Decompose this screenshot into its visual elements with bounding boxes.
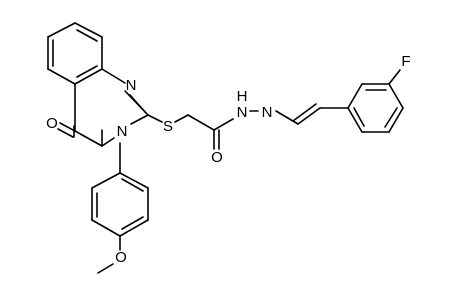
atom-o-carbonyl-ring: O — [46, 115, 58, 132]
benzo-ring — [47, 22, 103, 85]
atom-n-ring-top: N — [126, 77, 137, 94]
atom-h-hydrazide: H — [237, 88, 248, 105]
linker-chain — [147, 103, 321, 150]
atom-o-methoxy: O — [115, 249, 127, 266]
atom-s-thioether: S — [163, 118, 173, 135]
methoxyphenyl-ring — [91, 142, 149, 274]
pyrimidinone-ring — [73, 68, 149, 147]
atom-n-hydrazide: N — [237, 104, 248, 121]
atom-o-amide: O — [211, 149, 223, 166]
ring-carbonyl — [57, 122, 76, 138]
atom-n-imine: N — [262, 104, 273, 121]
atom-f-fluoro: F — [401, 53, 410, 70]
atom-n-ring-bottom: N — [117, 123, 128, 140]
fluorophenyl-ring — [319, 69, 404, 133]
